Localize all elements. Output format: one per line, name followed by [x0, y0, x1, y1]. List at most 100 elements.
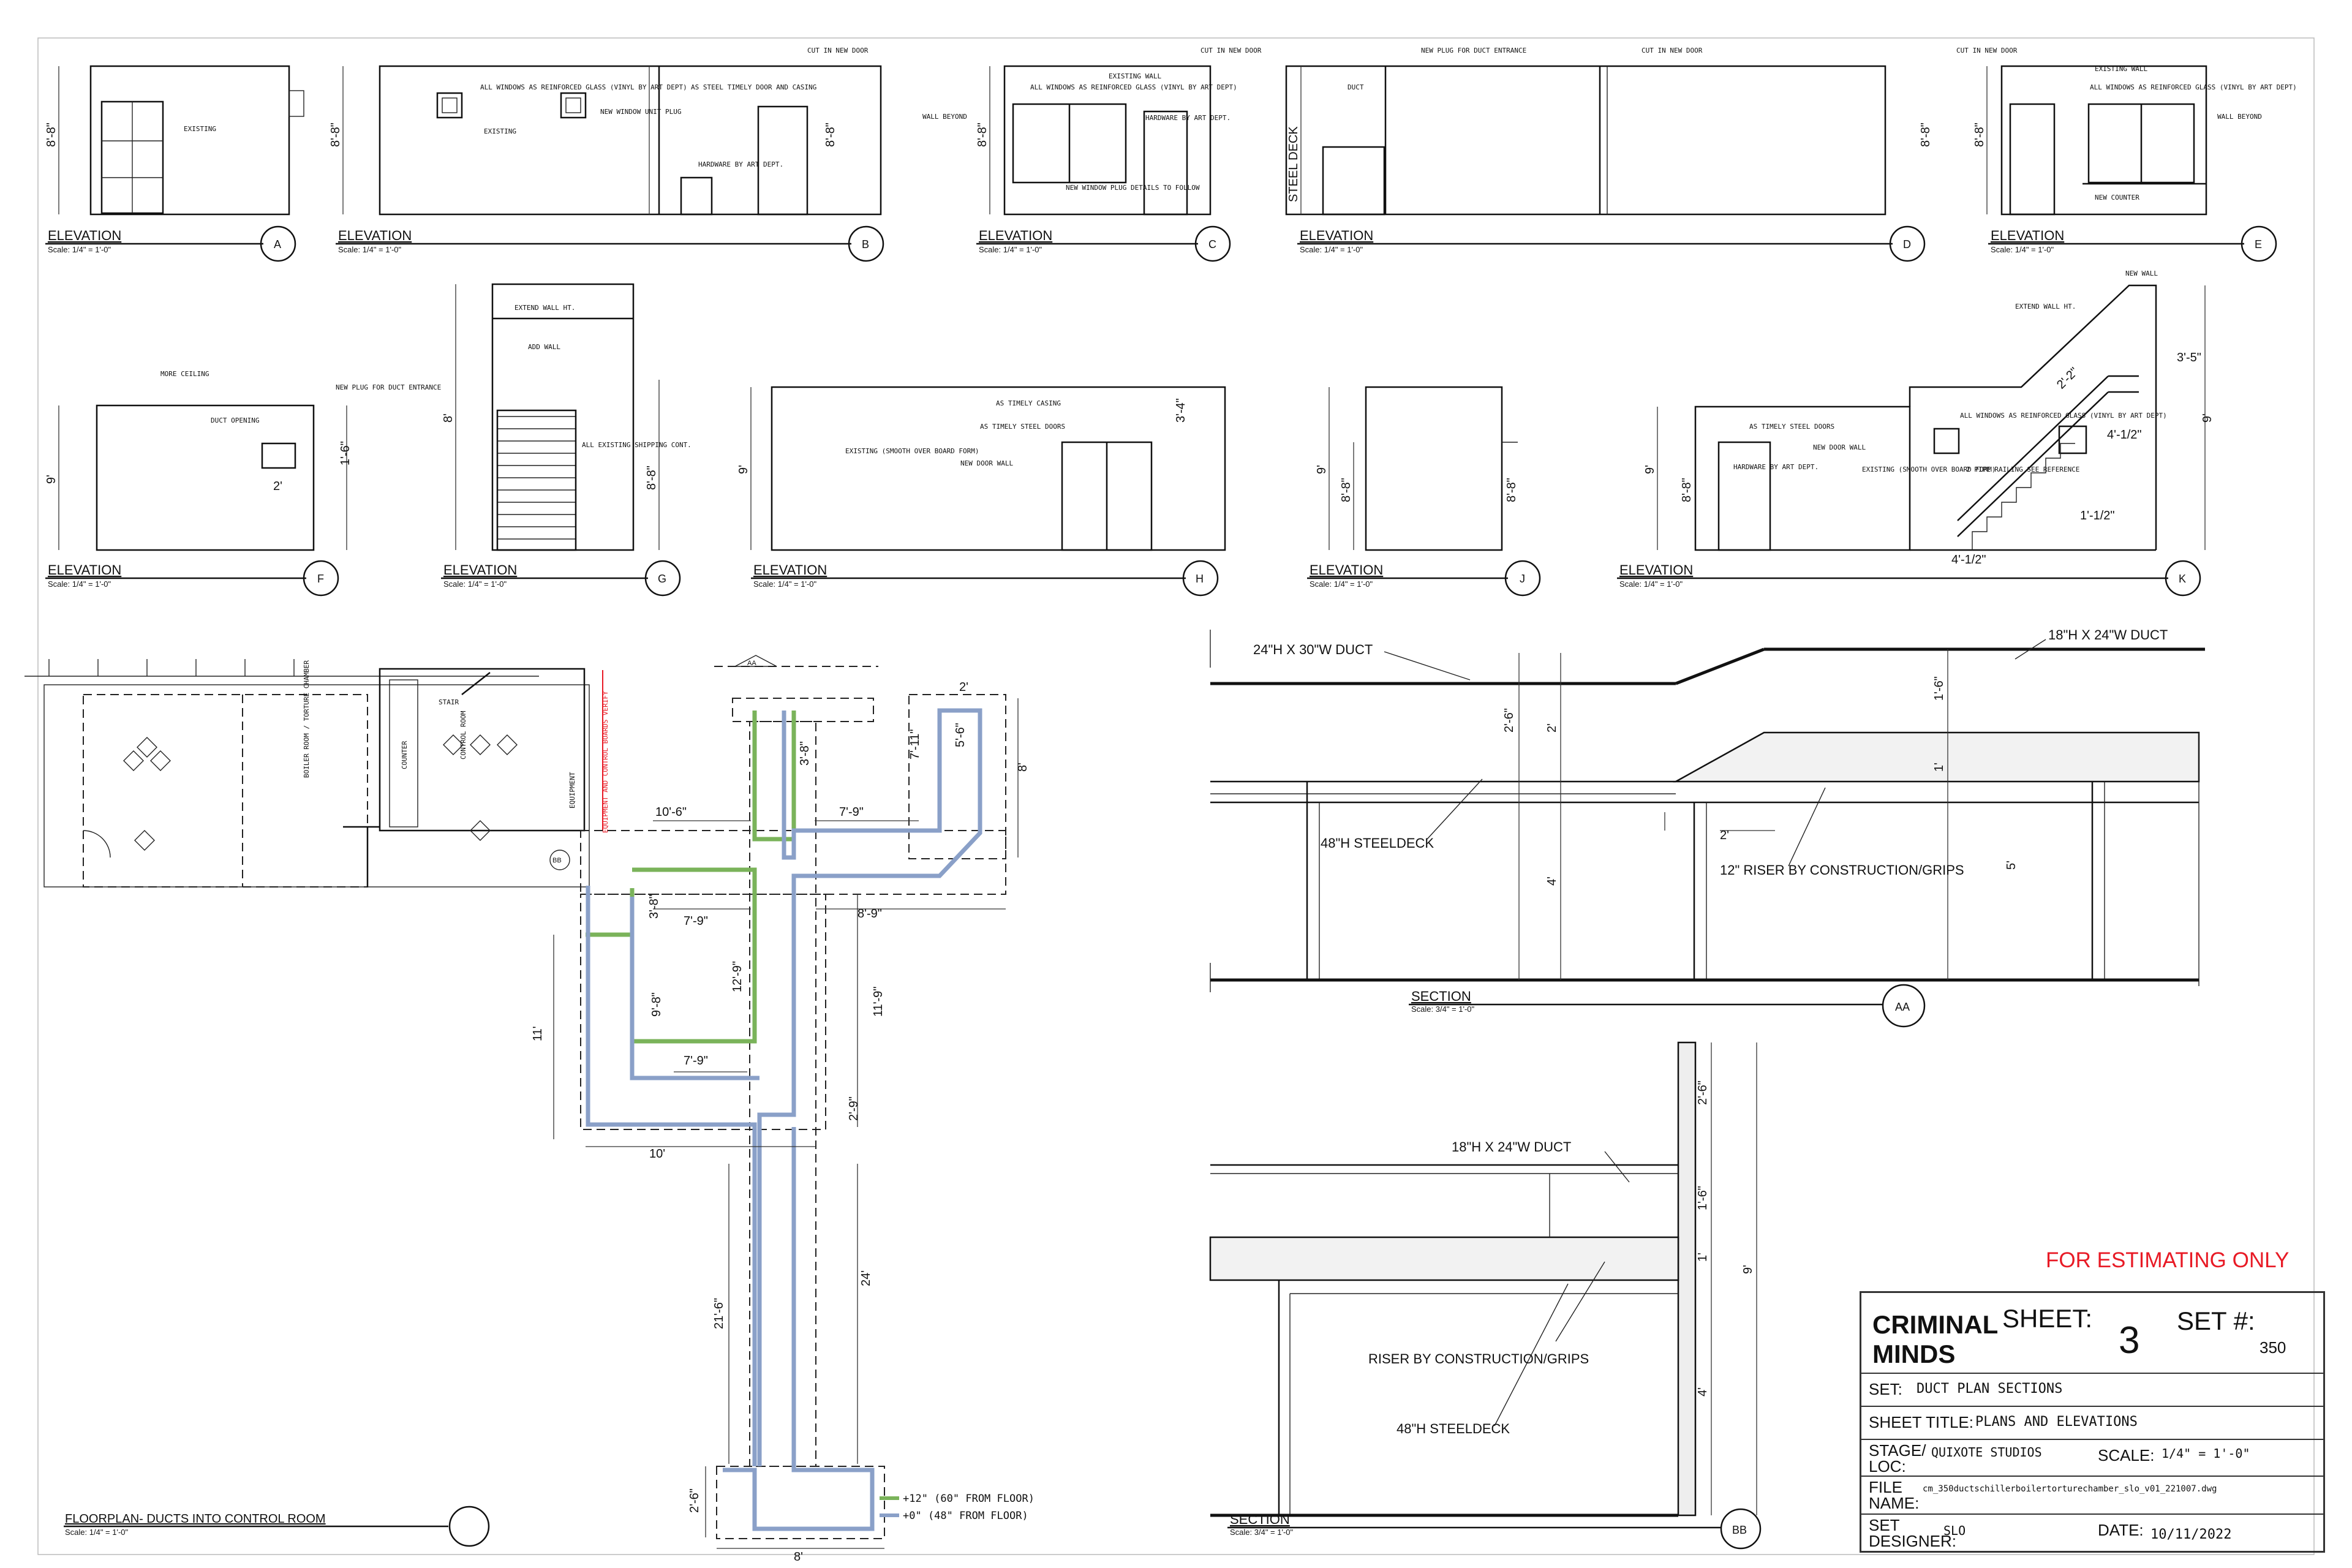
- title-block-designer-row: SET DESIGNER: SLO DATE: 10/11/2022: [1861, 1513, 2323, 1551]
- dim-label: 5': [2005, 861, 2018, 870]
- note-existing-wall: EXISTING WALL: [1109, 72, 1161, 80]
- dim-label: 4'-1/2": [1951, 553, 1986, 567]
- legend-label: +12" (60" FROM FLOOR): [903, 1493, 1035, 1505]
- note-wall-beyond: WALL BEYOND: [2217, 113, 2262, 121]
- note-windows: ALL WINDOWS AS REINFORCED GLASS (VINYL B…: [1960, 412, 2167, 420]
- section-scale: Scale: 3/4" = 1'-0": [1411, 1005, 1475, 1014]
- wall-bb: [1677, 1041, 1697, 1517]
- dim-label: 9': [1643, 465, 1657, 474]
- dim-label: 8': [1016, 763, 1030, 772]
- note-window-plug: NEW WINDOW UNIT PLUG: [600, 108, 681, 116]
- elevation-title: ELEVATION: [1991, 228, 2064, 243]
- dim-label: 2': [1720, 829, 1729, 842]
- riser-label-bb: RISER BY CONSTRUCTION/GRIPS: [1368, 1351, 1589, 1366]
- elevation-f: 9' 1'-6" 2' MORE CEILING DUCT OPENING NE…: [45, 370, 441, 551]
- dim-label: 9': [45, 475, 58, 484]
- show-name: CRIMINAL MINDS: [1872, 1310, 1998, 1368]
- sheet-label: SHEET:: [2002, 1304, 2093, 1333]
- elevation-tag: G: [658, 573, 666, 585]
- section-bb: 2'-6" 1'-6" 1' 4' 9' 18"H X 24"W DUCT RI…: [1209, 1041, 1762, 1550]
- note-wall-beyond: WALL BEYOND: [922, 113, 967, 121]
- section-aa: 2'-6" 2' 1'-6" 1' 4' 5' 2' 24"H X 30"W D…: [1210, 627, 2205, 1028]
- dim-label: 8'-8": [645, 466, 658, 490]
- note-windows: ALL WINDOWS AS REINFORCED GLASS (VINYL B…: [1030, 83, 1237, 91]
- dim-label: 21'-6": [712, 1298, 726, 1329]
- note-extend-wall: EXTEND WALL HT.: [2015, 303, 2076, 311]
- note-hardware: HARDWARE BY ART DEPT.: [1733, 463, 1819, 471]
- note-add-wall: ADD WALL: [528, 343, 560, 351]
- note-shipping: ALL EXISTING SHIPPING CONT.: [582, 441, 692, 449]
- note-steel-doors: AS TIMELY STEEL DOORS: [1749, 423, 1834, 431]
- elevation-title: ELEVATION: [979, 228, 1052, 243]
- elevation-tag: D: [1903, 238, 1911, 251]
- note-existing: EXISTING: [184, 125, 216, 133]
- dim-label: 1': [1696, 1253, 1709, 1262]
- stage-value: QUIXOTE STUDIOS: [1931, 1445, 2042, 1460]
- elevation-a: 8'-8" EXISTING: [45, 65, 304, 216]
- title-block-stage-row: STAGE/ LOC: QUIXOTE STUDIOS SCALE: 1/4" …: [1861, 1439, 2323, 1477]
- title-block-sheet-title-row: SHEET TITLE: PLANS AND ELEVATIONS: [1861, 1406, 2323, 1440]
- legend-label: +0" (48" FROM FLOOR): [903, 1510, 1028, 1522]
- note-cut-door: CUT IN NEW DOOR: [1200, 47, 1262, 55]
- dim-label: 3'-4": [1174, 398, 1188, 423]
- elevation-a-title: ELEVATION Scale: 1/4" = 1'-0" A: [45, 225, 296, 262]
- note-duct: DUCT: [1348, 83, 1364, 91]
- dim-label: 1'-6": [339, 441, 352, 466]
- note-steel-door: AS STEEL TIMELY DOOR AND CASING: [691, 83, 816, 91]
- note-new-plug: NEW PLUG FOR DUCT ENTRANCE: [1421, 47, 1526, 55]
- elevation-j: 9' 8'-8" 8'-8": [1315, 386, 1518, 551]
- dim-label: 8'-8": [45, 123, 58, 147]
- elevation-f-title: ELEVATION Scale: 1/4" = 1'-0" F: [45, 560, 339, 597]
- dim-label: 2': [1545, 723, 1559, 733]
- elevation-b: 8'-8" 8'-8" ALL WINDOWS AS REINFORCED GL…: [329, 47, 882, 216]
- steeldeck-label: 48"H STEELDECK: [1321, 835, 1434, 851]
- dim-label: 4'-1/2": [2107, 428, 2142, 442]
- elevation-b-title: ELEVATION Scale: 1/4" = 1'-0" B: [336, 225, 884, 262]
- note-cut-door: CUT IN NEW DOOR: [1956, 47, 2018, 55]
- elevation-scale: Scale: 1/4" = 1'-0": [1310, 579, 1373, 589]
- elevation-g-title: ELEVATION Scale: 1/4" = 1'-0" G: [441, 560, 681, 597]
- dim-label: 9': [1741, 1265, 1755, 1274]
- note-smooth: EXISTING (SMOOTH OVER BOARD FORM): [1862, 466, 1996, 473]
- dim-label: 1': [1932, 763, 1946, 772]
- dim-label: 8'-9": [858, 907, 882, 921]
- elevation-h-title: ELEVATION Scale: 1/4" = 1'-0" H: [751, 560, 1219, 597]
- dim-label: 8': [794, 1550, 803, 1564]
- section-tag: BB: [1732, 1524, 1747, 1536]
- note-steel-doors: AS TIMELY STEEL DOORS: [980, 423, 1065, 431]
- steeldeck-label-bb: 48"H STEELDECK: [1396, 1421, 1510, 1436]
- dim-label: 8': [442, 413, 455, 423]
- sheet-border: [37, 37, 2315, 1555]
- dim-label: 3'-5": [2177, 351, 2201, 364]
- red-note: EQUIPMENT AND CONTROL BOARDS VERIFY: [601, 691, 609, 833]
- light-markers: [123, 734, 518, 851]
- dim-label: 12'-9": [731, 961, 744, 992]
- elevation-tag: E: [2255, 238, 2262, 251]
- dim-label: 2'-6": [1502, 708, 1516, 733]
- section-tag: AA: [1895, 1001, 1910, 1013]
- duct-label-18x24: 18"H X 24"W DUCT: [2048, 627, 2168, 643]
- dim-label: 4': [1545, 876, 1559, 886]
- note-windows: ALL WINDOWS AS REINFORCED GLASS (VINYL B…: [480, 83, 687, 91]
- room-label-control: CONTROL ROOM: [459, 710, 467, 760]
- note-new-wall: NEW WALL: [2125, 270, 2158, 277]
- dim-label: 1'-6": [1932, 676, 1946, 701]
- elevation-tag: J: [1520, 573, 1525, 585]
- file-label: FILE NAME:: [1869, 1478, 1920, 1512]
- elevation-scale: Scale: 1/4" = 1'-0": [979, 245, 1042, 254]
- set-row-label: SET:: [1869, 1380, 1902, 1398]
- elevation-tag: F: [317, 573, 324, 585]
- floorplan-scale: Scale: 1/4" = 1'-0": [65, 1528, 129, 1537]
- elevation-e: 8'-8" CUT IN NEW DOOR EXISTING WALL ALL …: [1956, 47, 2297, 216]
- stair-treads: [496, 409, 577, 551]
- steeldeck-bb: [1209, 1236, 1679, 1281]
- note-new-counter: NEW COUNTER: [2095, 194, 2139, 202]
- set-number-label: SET #:: [2177, 1306, 2255, 1335]
- designer-value: SLO: [1943, 1523, 1966, 1538]
- dim-label: 2'-2": [2054, 365, 2081, 392]
- dim-label: 9'-8": [650, 992, 663, 1017]
- elevation-tag: B: [862, 238, 869, 251]
- dim-label: 5'-6": [954, 723, 967, 747]
- elevation-tag: K: [2179, 573, 2186, 585]
- dim-label: 1'-1/2": [2080, 509, 2115, 522]
